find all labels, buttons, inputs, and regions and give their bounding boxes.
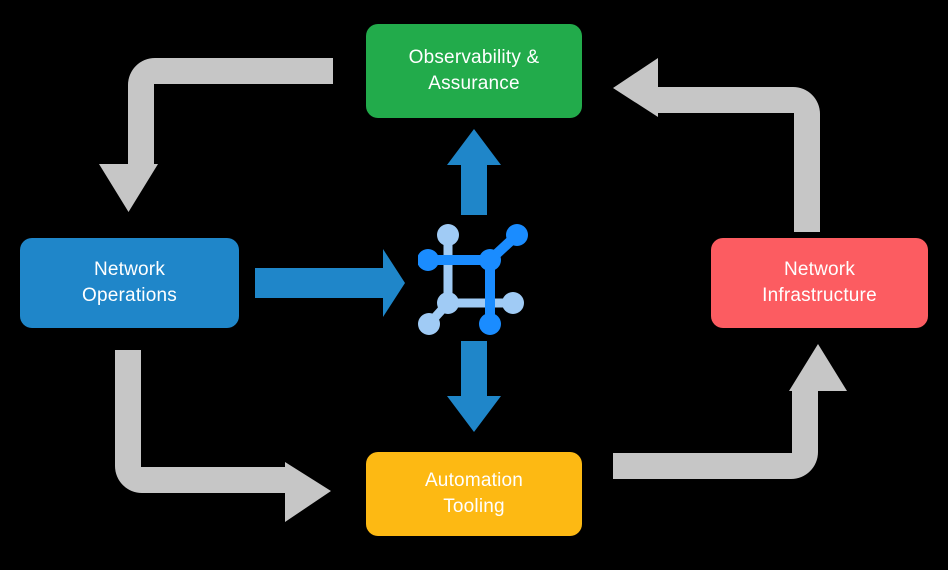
blue-arrow-down [447, 341, 501, 432]
gray-elbow-arrow-bottom-right [613, 344, 847, 479]
gray-elbow-arrow-top-left [99, 58, 333, 212]
node-label-operations: Network Operations [82, 258, 177, 306]
blue-arrow-right [255, 249, 405, 317]
network-topology-icon [418, 224, 528, 335]
node-box-automation[interactable]: Automation Tooling [366, 452, 582, 536]
blue-arrow-up [447, 129, 501, 215]
network-nodes-primary [418, 224, 528, 335]
gray-elbow-arrow-top-right [613, 58, 820, 232]
node-label-observability: Observability & Assurance [408, 46, 540, 94]
node-box-operations[interactable]: Network Operations [20, 238, 239, 328]
node-label-automation: Automation Tooling [424, 469, 524, 517]
node-box-infrastructure[interactable]: Network Infrastructure [711, 238, 928, 328]
network-nodes-secondary [418, 224, 524, 335]
gray-elbow-arrow-bottom-left [115, 350, 331, 522]
node-label-infrastructure: Network Infrastructure [762, 258, 877, 306]
node-box-observability[interactable]: Observability & Assurance [366, 24, 582, 118]
